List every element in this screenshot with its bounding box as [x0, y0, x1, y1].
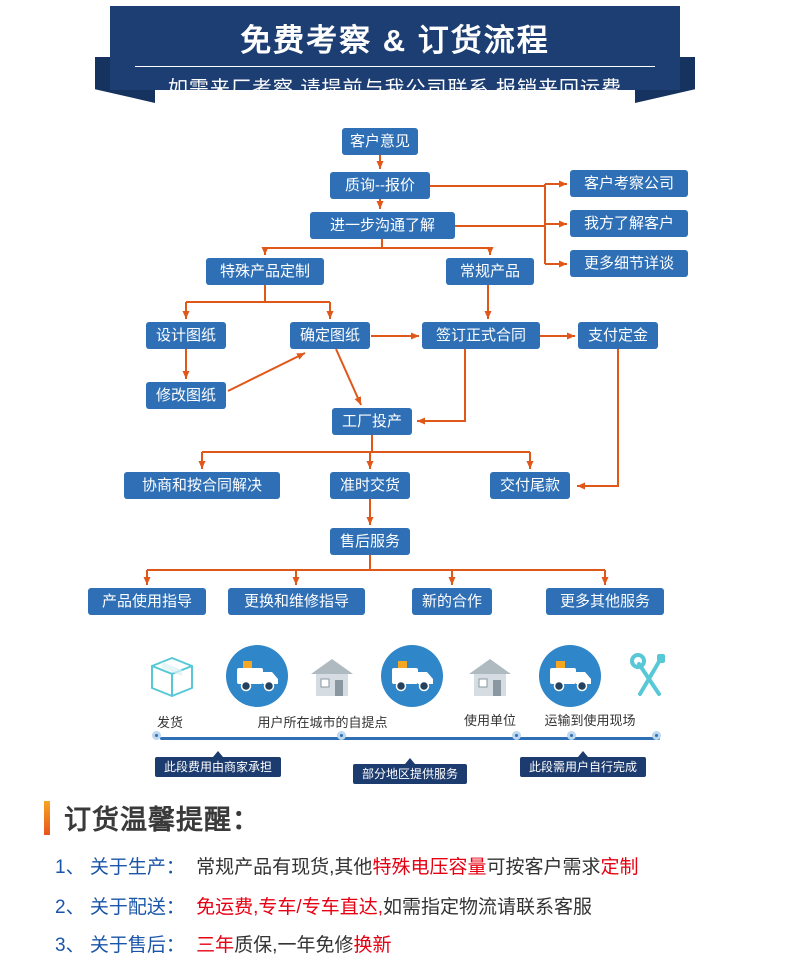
- note-number: 2、: [55, 897, 85, 918]
- house-icon: [311, 659, 353, 696]
- note-number: 3、: [55, 935, 85, 956]
- note-item-production: 1、 关于生产： 常规产品有现货,其他特殊电压容量可按客户需求定制: [55, 852, 638, 879]
- timeline-dot: [567, 731, 576, 740]
- note-label: 关于售后：: [89, 935, 185, 956]
- header-banner: 免费考察 & 订货流程 如需来厂考察,请提前与我公司联系,报销来回运费: [110, 6, 680, 100]
- flow-node-we-know-client: 我方了解客户: [570, 210, 688, 237]
- accent-bar-icon: [44, 800, 50, 835]
- note-item-after-sales: 3、 关于售后： 三年质保,一年免修换新: [55, 930, 391, 957]
- timeline-badge-partial-service: 部分地区提供服务: [352, 758, 468, 784]
- notes-heading: 订货温馨提醒：: [44, 798, 260, 837]
- timeline-badge-merchant-pays: 此段费用由商家承担: [154, 751, 282, 777]
- note-segment: 换新: [353, 935, 392, 956]
- note-segment: 质保,一年免修: [234, 935, 354, 956]
- note-label: 关于生产：: [89, 857, 185, 878]
- flow-node-repair-guidance: 更换和维修指导: [228, 588, 365, 615]
- flow-node-more-services: 更多其他服务: [546, 588, 664, 615]
- truck-icon: [226, 645, 288, 707]
- logistics-label-transport: 运输到使用现场: [544, 713, 636, 728]
- timeline-dot: [652, 731, 661, 740]
- flow-node-more-details: 更多细节详谈: [570, 250, 688, 277]
- flow-node-further-communication: 进一步沟通了解: [310, 212, 455, 239]
- flow-node-negotiate-per-contract: 协商和按合同解决: [124, 472, 280, 499]
- flow-node-design-drawing: 设计图纸: [146, 322, 226, 349]
- note-number: 1、: [55, 857, 85, 878]
- note-segment: 定制: [600, 857, 639, 878]
- flow-node-standard-product: 常规产品: [446, 258, 534, 285]
- truck-icon: [539, 645, 601, 707]
- timeline-dot: [337, 731, 346, 740]
- note-segment: 可按客户需求: [486, 857, 601, 878]
- timeline-dot: [512, 731, 521, 740]
- truck-icon: [381, 645, 443, 707]
- flow-node-on-time-delivery: 准时交货: [330, 472, 410, 499]
- header-divider: [135, 66, 655, 67]
- logistics-label-ship: 发货: [156, 715, 183, 730]
- timeline-dot: [152, 731, 161, 740]
- flow-node-pay-balance: 交付尾款: [490, 472, 570, 499]
- flow-node-pay-deposit: 支付定金: [578, 322, 658, 349]
- note-segment: 常规产品有现货,其他: [196, 857, 373, 878]
- logistics-label-user-site: 使用单位: [463, 713, 516, 728]
- flow-node-sign-contract: 签订正式合同: [422, 322, 540, 349]
- flow-node-usage-guidance: 产品使用指导: [88, 588, 206, 615]
- timeline-line: [160, 737, 660, 740]
- flow-node-client-visit-company: 客户考察公司: [570, 170, 688, 197]
- page-subtitle: 如需来厂考察,请提前与我公司联系,报销来回运费: [167, 78, 623, 100]
- flow-node-after-sales-service: 售后服务: [330, 528, 410, 555]
- house-icon: [469, 659, 511, 696]
- logistics-label-pickup-point: 用户所在城市的自提点: [257, 715, 388, 730]
- notes-title: 订货温馨提醒：: [64, 805, 260, 835]
- timeline-badge-user-completes: 此段需用户自行完成: [519, 751, 647, 777]
- note-item-delivery: 2、 关于配送： 免运费,专车/专车直达,如需指定物流请联系客服: [55, 892, 592, 919]
- flow-node-revise-drawing: 修改图纸: [146, 382, 226, 409]
- note-segment: 三年: [196, 935, 235, 956]
- flow-node-customer-opinion: 客户意见: [342, 128, 418, 155]
- flow-node-new-cooperation: 新的合作: [412, 588, 492, 615]
- note-label: 关于配送：: [89, 897, 185, 918]
- package-icon: [151, 657, 193, 697]
- tools-icon: [630, 653, 665, 696]
- flow-node-inquiry-quote: 质询--报价: [330, 172, 430, 199]
- flow-node-confirm-drawing: 确定图纸: [290, 322, 370, 349]
- note-segment: 特殊电压容量: [372, 857, 487, 878]
- flow-node-custom-product: 特殊产品定制: [206, 258, 324, 285]
- note-segment: 免运费,专车/专车直达,: [196, 897, 383, 918]
- page-title: 免费考察 & 订货流程: [240, 23, 550, 58]
- flow-node-factory-production: 工厂投产: [332, 408, 412, 435]
- note-segment: 如需指定物流请联系客服: [383, 897, 593, 918]
